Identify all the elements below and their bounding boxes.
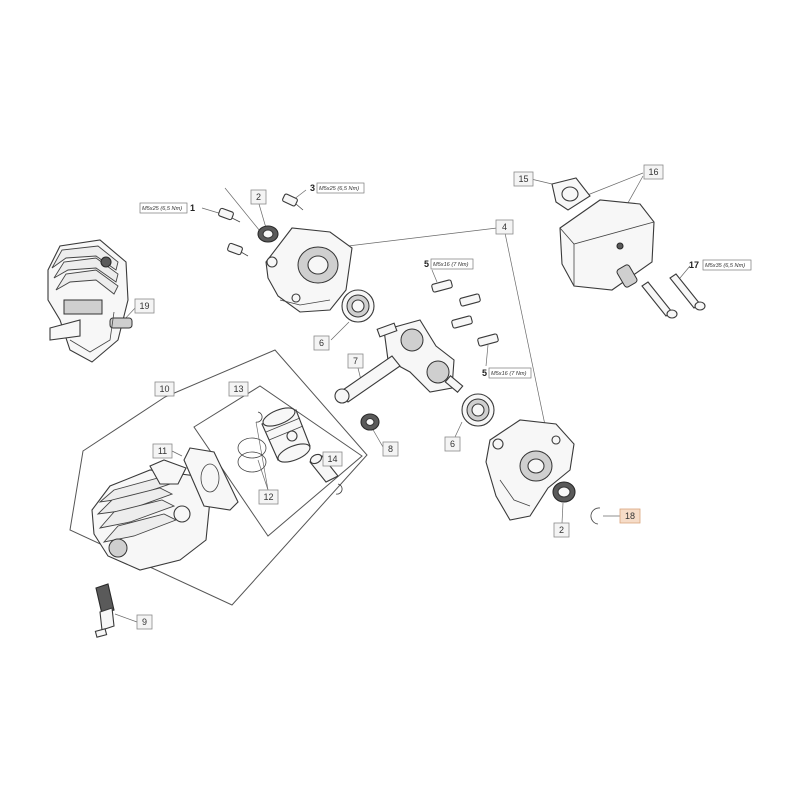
bearing-top-part <box>341 289 375 323</box>
callout-5-top-number: 5 <box>424 259 429 269</box>
muffler-part <box>559 199 655 291</box>
oil-seal-bottom-part <box>552 481 576 503</box>
callout-4-number: 4 <box>502 222 507 232</box>
callout-3-number: 3 <box>310 183 315 193</box>
callout-17-number: 17 <box>689 260 699 270</box>
screws-1-part <box>218 207 249 257</box>
callout-15-number: 15 <box>518 174 528 184</box>
muffler-bolts-part <box>641 273 706 319</box>
piston-part <box>261 407 311 463</box>
callout-16[interactable]: 16 <box>643 164 664 180</box>
callout-5-bottom-spec: M5x16 (7 Nm) <box>491 371 527 377</box>
callout-3-spec: M5x25 (6,5 Nm) <box>319 186 359 192</box>
callout-15[interactable]: 15 <box>513 171 534 187</box>
callout-7[interactable]: 7 <box>347 353 364 369</box>
screw-3-part <box>282 193 304 211</box>
callout-19[interactable]: 19 <box>134 298 155 314</box>
bearing-bottom-part <box>461 393 495 427</box>
piston-rings-part <box>237 437 267 473</box>
callout-5-top[interactable]: 5 M5x16 (7 Nm) <box>424 258 474 270</box>
callout-16-number: 16 <box>648 167 658 177</box>
circlip-part <box>590 507 601 525</box>
callout-5-top-spec: M5x16 (7 Nm) <box>433 262 469 268</box>
cylinder-part <box>91 459 211 571</box>
callout-7-number: 7 <box>353 356 358 366</box>
callout-6-top-number: 6 <box>319 338 324 348</box>
callout-18[interactable]: 18 <box>619 508 641 524</box>
callout-13[interactable]: 13 <box>228 381 249 397</box>
callout-8[interactable]: 8 <box>382 441 399 457</box>
callout-2-top[interactable]: 2 <box>250 189 267 205</box>
callout-11-number: 11 <box>158 446 167 456</box>
spark-plug-part <box>94 583 115 638</box>
callout-10[interactable]: 10 <box>154 381 175 397</box>
callout-1-spec: M5x25 (6,5 Nm) <box>142 206 182 212</box>
callout-12-number: 12 <box>263 492 273 502</box>
cylinder-gasket-part <box>183 447 239 511</box>
callout-14-number: 14 <box>327 454 337 464</box>
callout-17-spec: M5x35 (6,5 Nm) <box>705 263 745 269</box>
callout-8-number: 8 <box>388 444 393 454</box>
piston-circlips-part <box>255 411 343 495</box>
crankcase-half-bottom-part <box>485 419 575 521</box>
callout-3[interactable]: 3 M5x25 (6,5 Nm) <box>310 182 365 194</box>
callout-6-bottom-number: 6 <box>450 439 455 449</box>
callout-6-top[interactable]: 6 <box>313 335 330 351</box>
callout-10-number: 10 <box>159 384 169 394</box>
callout-2-bottom[interactable]: 2 <box>553 522 570 538</box>
callout-19-number: 19 <box>139 301 149 311</box>
callout-9-number: 9 <box>142 617 147 627</box>
oil-seal-top-part <box>257 225 279 243</box>
crankcase-half-top-part <box>265 227 353 313</box>
engine-assembly-part <box>47 239 133 363</box>
screws-5-part <box>431 279 499 347</box>
callout-9[interactable]: 9 <box>136 614 153 630</box>
callout-2-bottom-number: 2 <box>559 525 564 535</box>
callout-2-top-number: 2 <box>256 192 261 202</box>
callout-13-number: 13 <box>233 384 243 394</box>
callout-12[interactable]: 12 <box>258 489 279 505</box>
callout-6-bottom[interactable]: 6 <box>444 436 461 452</box>
callout-5-bottom-number: 5 <box>482 368 487 378</box>
callout-5-bottom[interactable]: 5 M5x16 (7 Nm) <box>482 367 532 379</box>
callout-1[interactable]: M5x25 (6,5 Nm) 1 <box>139 202 195 214</box>
callout-11[interactable]: 11 <box>152 443 173 459</box>
callout-1-number: 1 <box>190 203 195 213</box>
group-outlines <box>69 349 368 606</box>
callout-14[interactable]: 14 <box>322 451 343 467</box>
piston-pin-part <box>309 453 339 483</box>
muffler-gasket-part <box>551 177 591 211</box>
needle-bearing-part <box>360 413 380 431</box>
callout-18-number: 18 <box>625 511 635 521</box>
callout-4[interactable]: 4 <box>495 219 514 235</box>
crankshaft-part <box>334 319 464 404</box>
callout-17[interactable]: 17 M5x35 (6,5 Nm) <box>689 259 752 271</box>
